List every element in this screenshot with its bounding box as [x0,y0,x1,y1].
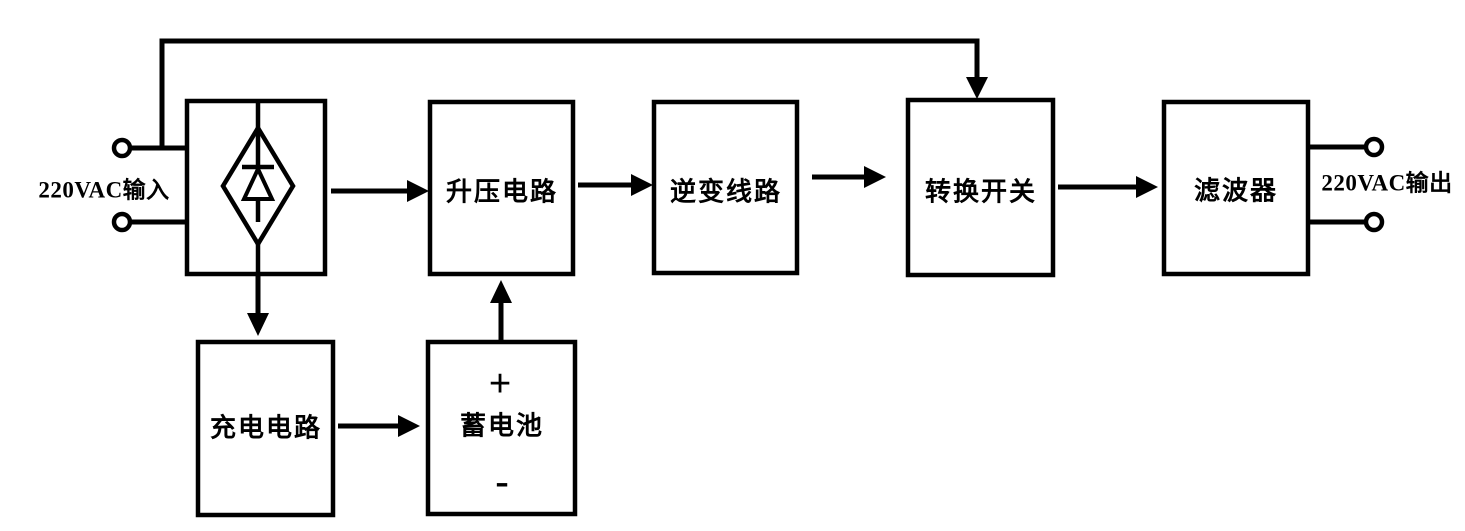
arrowhead-icon [490,280,512,303]
output-label: 220VAC输出 [1321,170,1452,196]
block-charger: 充电电路 [195,339,336,518]
block-rectifier [184,98,328,277]
block-inverter: 逆变线路 [651,99,800,276]
arrowhead-icon [407,180,429,202]
block-boost: 升压电路 [427,99,576,277]
bypass-connection [159,38,988,148]
arrow-transfer-switch-to-filter [1058,176,1158,198]
block-battery: + 蓄电池 - [425,339,578,517]
battery-plus-label: + [489,361,512,406]
arrowhead-icon [1136,176,1158,198]
ac-output: 220VAC输出 [1308,136,1452,233]
input-label: 220VAC输入 [38,177,169,203]
block-filter: 滤波器 [1161,99,1311,277]
transfer-switch-box [905,97,1056,278]
arrow-battery-to-boost [490,280,512,342]
input-terminal-bottom-icon [111,211,133,233]
block-transfer-switch: 转换开关 [905,97,1056,278]
arrowhead-icon [398,415,420,437]
input-terminal-top-icon [111,137,133,159]
inverter-box [651,99,800,276]
charger-label: 充电电路 [210,413,322,443]
arrow-inverter-to-transfer-switch [812,166,886,188]
arrow-boost-to-inverter [578,174,653,196]
inverter-label: 逆变线路 [670,177,782,207]
boost-label: 升压电路 [446,177,558,207]
arrowhead-icon [247,313,269,336]
output-terminal-top-icon [1363,136,1385,158]
output-terminal-bottom-icon [1363,211,1385,233]
arrow-rectifier-to-charger [247,274,269,336]
bypass-wire [159,38,980,148]
arrowhead-icon [864,166,886,188]
filter-label: 滤波器 [1194,177,1278,206]
charger-box [195,339,336,518]
transfer-switch-label: 转换开关 [925,178,1037,207]
filter-box [1161,99,1311,277]
ac-input: 220VAC输入 [38,137,188,233]
bypass-arrowhead-icon [966,77,988,99]
arrow-charger-to-battery [338,415,420,437]
bridge-rectifier-diode-icon [220,101,296,274]
arrowhead-icon [631,174,653,196]
arrow-rectifier-to-boost [331,180,429,202]
boost-box [427,99,576,277]
battery-label: 蓄电池 [460,412,544,441]
battery-minus-label: - [495,459,508,504]
